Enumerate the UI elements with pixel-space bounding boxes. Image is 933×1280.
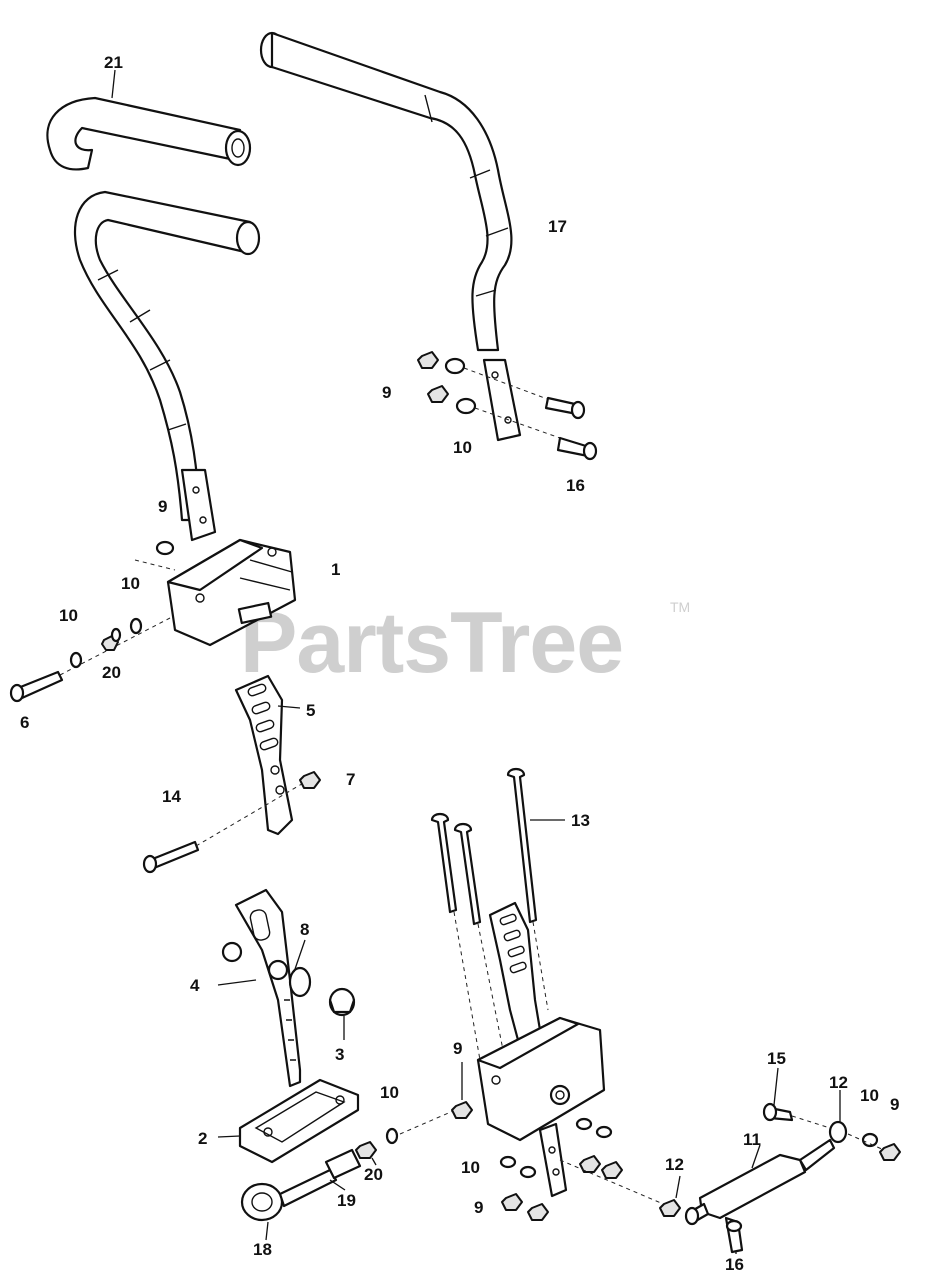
callout-10: 10 — [860, 1086, 879, 1105]
pivot-bolt-assembly — [142, 771, 321, 874]
part-1-bracket-block[interactable] — [134, 538, 297, 647]
part-4-lever-arm[interactable] — [221, 888, 302, 1088]
callout-10: 10 — [121, 574, 140, 593]
callout-12: 12 — [665, 1155, 684, 1174]
left-bolt-assembly — [9, 617, 171, 703]
callout-12: 12 — [829, 1073, 848, 1092]
callout-13: 13 — [571, 811, 590, 830]
callout-14: 14 — [162, 787, 181, 806]
partstree-watermark: PartsTree TM — [240, 595, 690, 691]
callout-9: 9 — [453, 1039, 462, 1058]
callout-2: 2 — [198, 1129, 207, 1148]
callout-9: 9 — [158, 497, 167, 516]
callout-18: 18 — [253, 1240, 272, 1259]
leader-lines — [111, 69, 841, 1254]
callout-9: 9 — [890, 1095, 899, 1114]
left-handle-bar[interactable] — [73, 190, 261, 542]
strut-hardware — [659, 1102, 901, 1254]
callout-8: 8 — [300, 920, 309, 939]
callout-9: 9 — [474, 1198, 483, 1217]
callout-19: 19 — [337, 1191, 356, 1210]
callout-10: 10 — [453, 438, 472, 457]
callout-16: 16 — [725, 1255, 744, 1274]
callout-16: 16 — [566, 476, 585, 495]
right-bracket-block[interactable] — [476, 1016, 606, 1198]
callout-labels: 21 17 9 10 16 9 1 10 10 20 6 5 7 14 13 8… — [20, 53, 899, 1274]
callout-7: 7 — [346, 770, 355, 789]
watermark-brand: PartsTree — [240, 595, 623, 691]
callout-20: 20 — [102, 663, 121, 682]
callout-20: 20 — [364, 1165, 383, 1184]
part-17-right-handle-bar[interactable] — [259, 31, 522, 442]
callout-21: 21 — [104, 53, 123, 72]
right-slotted-lever[interactable] — [488, 901, 542, 1042]
part-2-base-plate[interactable] — [238, 1078, 360, 1164]
part-5-slotted-plate[interactable] — [234, 674, 294, 836]
callout-5: 5 — [306, 701, 315, 720]
callout-4: 4 — [190, 976, 200, 995]
part-11-gas-strut[interactable] — [684, 1120, 848, 1226]
watermark-trademark: TM — [670, 599, 690, 615]
callout-9: 9 — [382, 383, 391, 402]
callout-15: 15 — [767, 1049, 786, 1068]
part-21-handle-grip[interactable] — [46, 96, 252, 171]
upper-right-hardware — [417, 351, 598, 461]
callout-10: 10 — [380, 1083, 399, 1102]
bushing-assembly — [288, 966, 356, 1017]
callout-3: 3 — [335, 1045, 344, 1064]
callout-10: 10 — [59, 606, 78, 625]
callout-1: 1 — [331, 560, 340, 579]
part-13-long-bolts[interactable] — [430, 767, 549, 1061]
callout-17: 17 — [548, 217, 567, 236]
callout-10: 10 — [461, 1158, 480, 1177]
knob-assembly — [240, 1107, 461, 1222]
callout-6: 6 — [20, 713, 29, 732]
callout-11: 11 — [743, 1130, 761, 1149]
right-bracket-hardware — [451, 1101, 669, 1221]
